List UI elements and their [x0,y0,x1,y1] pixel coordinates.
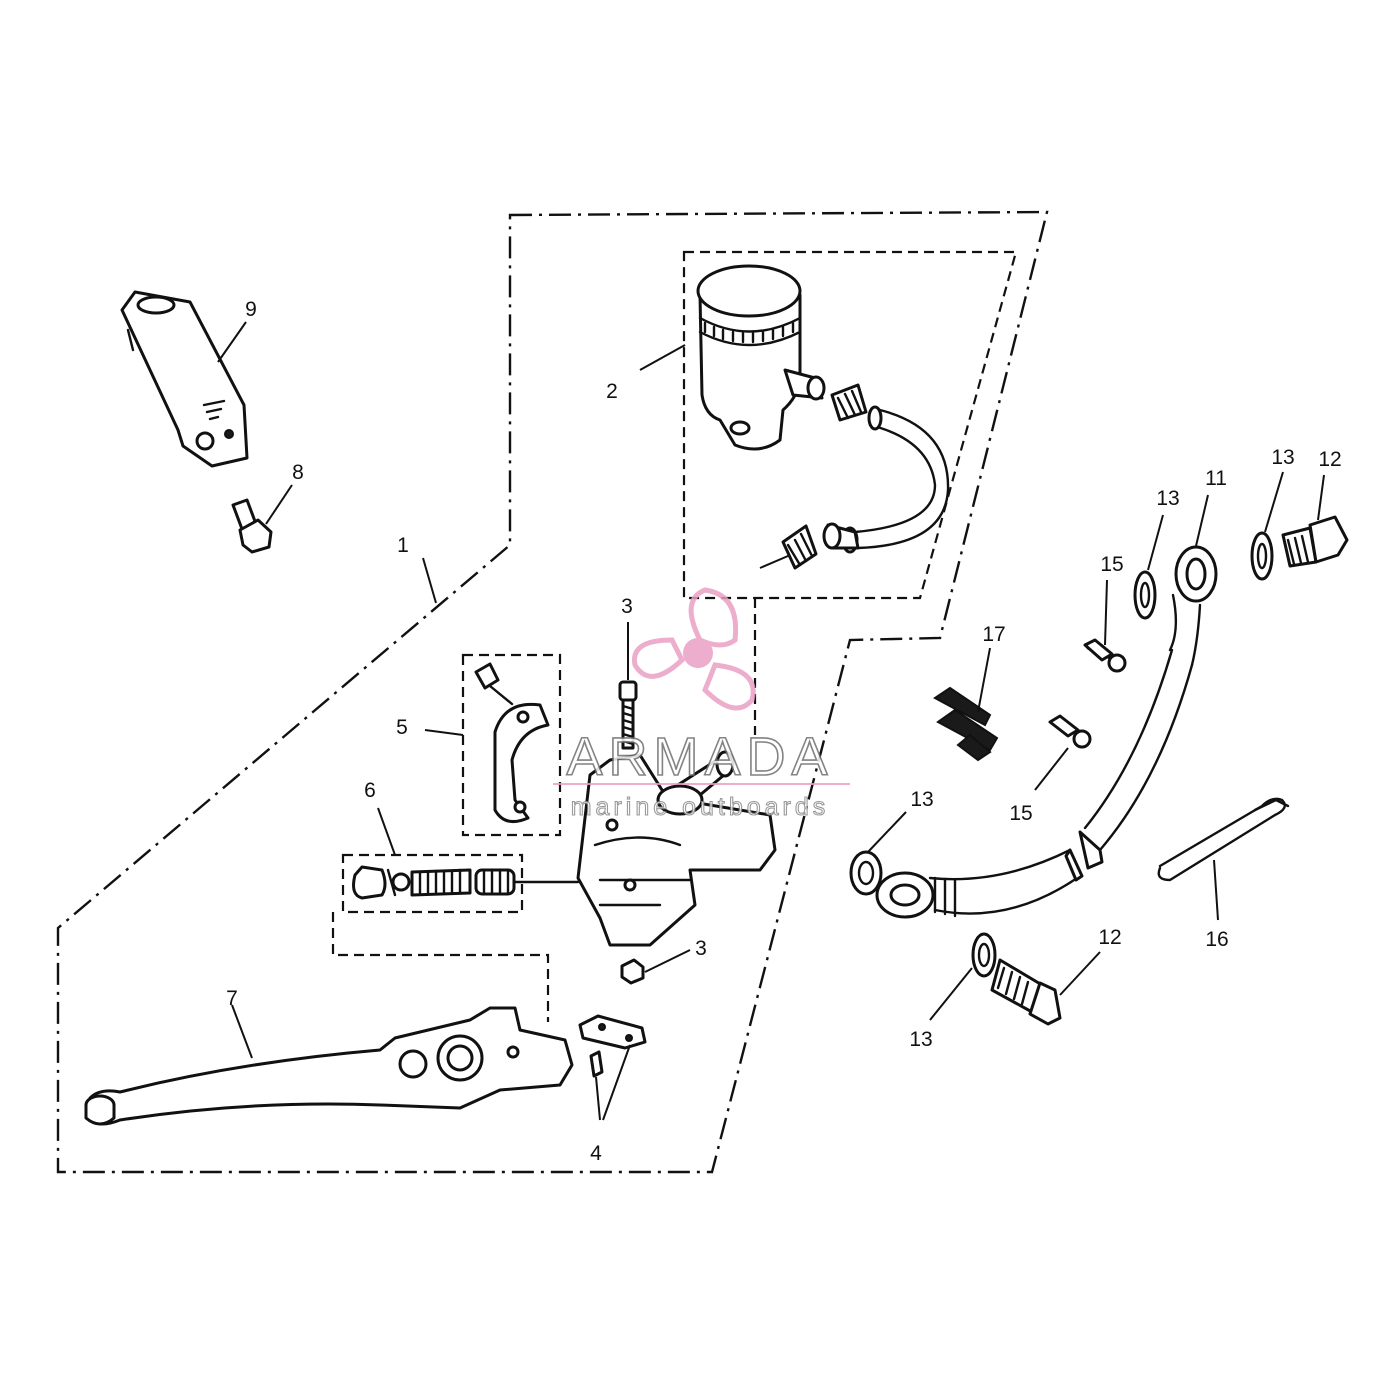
callout-6: 6 [364,779,376,802]
callout-13-d: 13 [909,1028,932,1051]
callout-5: 5 [396,716,408,739]
callout-15-lower: 15 [1009,802,1032,825]
spring-clip [1157,797,1290,882]
callout-2: 2 [606,380,618,403]
handlebar-clamp [493,702,550,824]
piston-assembly [352,865,580,900]
callout-3-upper: 3 [621,595,633,618]
callout-13-b: 13 [1271,446,1294,469]
watermark: ARMADA marine outboards [553,587,850,822]
washer-13-a [1133,570,1157,620]
master-cylinder-body [576,750,777,947]
washer-13-c [849,850,883,896]
callout-1: 1 [397,534,409,557]
hose-clip [933,686,999,762]
callout-13-a: 13 [1156,487,1179,510]
callout-3-lower: 3 [695,937,707,960]
callout-12-lower: 12 [1098,926,1121,949]
bracket-plate [120,290,249,468]
callout-13-c: 13 [910,788,933,811]
assembly-1-boundary [56,210,1049,1174]
master-cylinder-nut-lower [620,958,645,985]
reservoir-hose [822,405,950,554]
union-bolt-upper [1281,515,1349,568]
callout-7: 7 [226,987,238,1010]
watermark-title: ARMADA [566,727,833,787]
propeller-logo-icon [631,587,756,711]
callout-16: 16 [1205,928,1228,951]
callout-11: 11 [1205,467,1227,490]
callout-4: 4 [590,1142,602,1165]
callout-8: 8 [292,461,304,484]
assembly-5-boundary [461,653,562,837]
master-cylinder-screw-upper [618,680,638,750]
callout-9: 9 [245,298,257,321]
clamp-screw [474,662,514,706]
union-screw-upper [1083,638,1127,673]
brake-lever [84,1006,574,1126]
washer-13-b [1250,531,1274,581]
watermark-subtitle: marine outboards [571,793,830,821]
washer-13-d [971,932,997,978]
callout-15-upper: 15 [1100,553,1123,576]
brake-hose [875,545,1218,919]
brake-switch [578,1014,647,1078]
union-screw-lower [1048,714,1092,749]
assembly-2-boundary [682,250,1018,600]
fluid-reservoir [696,264,826,451]
union-bolt-lower [990,958,1062,1026]
callout-17: 17 [982,623,1005,646]
assembly-6-boundary [341,853,524,914]
bracket-bolt [231,498,273,554]
hose-clamp-upper [830,383,868,422]
lever-pivot-guide [331,912,550,1022]
callout-12-upper: 12 [1318,448,1341,471]
hose-clamp-lower [781,524,818,570]
leader-lines [217,321,1325,1121]
